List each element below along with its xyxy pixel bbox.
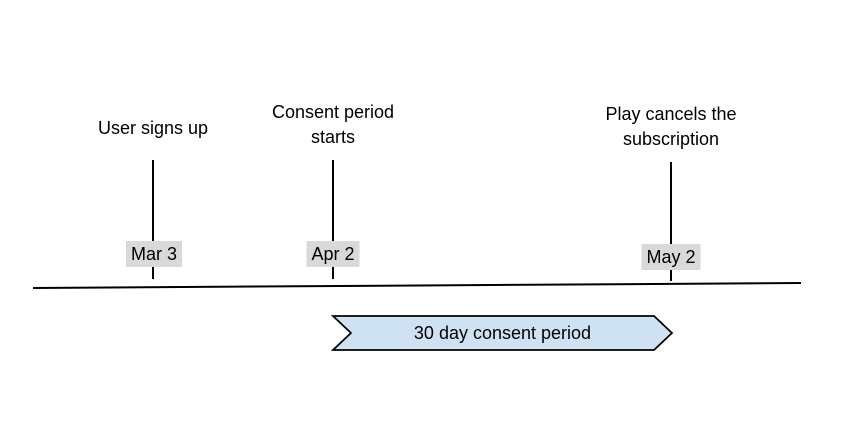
event-1-label: User signs up (97, 118, 209, 138)
consent-period-arrow-shape (330, 315, 674, 351)
timeline-axis-line (32, 282, 802, 289)
event-2-label: Consent period starts (271, 102, 395, 147)
consent-period-arrow-label: 30 day consent period (413, 322, 592, 343)
event-2-date-badge: Apr 2 (306, 241, 360, 267)
event-3-label: Play cancels the subscription (605, 104, 737, 149)
event-1-date-badge: Mar 3 (125, 241, 183, 267)
event-3-date-badge: May 2 (641, 244, 701, 270)
